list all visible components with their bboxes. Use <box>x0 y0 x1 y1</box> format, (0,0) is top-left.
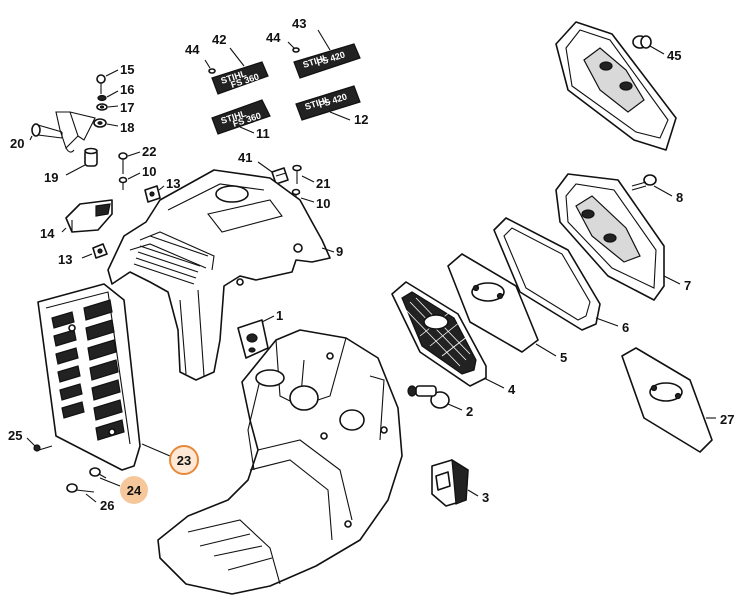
plate-43-fs420-upper[interactable]: STIHL FS 420 <box>293 29 361 79</box>
callout-1: 1 <box>276 308 283 323</box>
part-13-clip-lower[interactable] <box>81 243 108 259</box>
shroud-vent-slots <box>133 235 209 285</box>
part-17-washer[interactable] <box>96 103 119 111</box>
callout-43: 43 <box>292 16 306 31</box>
part-24-sleeve[interactable] <box>89 467 121 487</box>
callout-14: 14 <box>40 226 55 241</box>
plate-44-rivet-right[interactable] <box>287 41 300 53</box>
callout-9: 9 <box>336 244 343 259</box>
part-1-grommet[interactable] <box>237 315 275 359</box>
part-filter-cover-top[interactable] <box>555 21 677 151</box>
callout-25: 25 <box>8 428 22 443</box>
callout-24: 24 <box>127 483 142 498</box>
callout-11: 11 <box>256 126 270 141</box>
callout-27: 27 <box>720 412 734 427</box>
part-20-bolt[interactable] <box>29 123 63 141</box>
callout-23-badge <box>169 445 199 475</box>
part-wire-bracket[interactable] <box>55 111 96 153</box>
part-23-grille-cover[interactable] <box>37 283 171 471</box>
callout-10-right: 10 <box>316 196 330 211</box>
callout-labels: 15 16 17 18 20 19 22 10 13 14 13 44 42 4… <box>8 16 734 513</box>
part-5-gasket-plate[interactable] <box>447 253 557 357</box>
part-8-screw[interactable] <box>631 174 673 197</box>
part-19-sleeve[interactable] <box>65 147 98 176</box>
part-14-bracket[interactable] <box>61 199 113 233</box>
part-10-screw-left[interactable] <box>118 172 141 190</box>
part-45-knob[interactable] <box>632 35 665 55</box>
part-9-engine-shroud[interactable] <box>107 169 335 381</box>
callout-16: 16 <box>120 82 134 97</box>
part-16-washer[interactable] <box>97 90 119 102</box>
part-2-primer-bulb[interactable] <box>407 385 463 411</box>
callout-24-highlight[interactable]: 24 <box>120 476 148 504</box>
plate-42-fs360-upper[interactable]: STIHL FS 360 <box>211 47 269 95</box>
callout-19: 19 <box>44 170 58 185</box>
callout-23: 23 <box>177 453 191 468</box>
callout-22: 22 <box>142 144 156 159</box>
part-6-gasket-frame[interactable] <box>493 217 619 331</box>
callout-2: 2 <box>466 404 473 419</box>
callout-5: 5 <box>560 350 567 365</box>
plate-12-fs420-lower[interactable]: STIHL FS 420 <box>295 85 361 121</box>
main-housing <box>157 329 403 595</box>
callout-3: 3 <box>482 490 489 505</box>
callout-20: 20 <box>10 136 24 151</box>
part-7-filter-housing[interactable] <box>555 173 681 301</box>
grille-slots-right <box>83 299 125 441</box>
part-26-screw[interactable] <box>66 483 97 503</box>
callout-12: 12 <box>354 112 368 127</box>
part-4-air-filter[interactable] <box>391 281 505 389</box>
callout-44-right: 44 <box>266 30 281 45</box>
callout-21: 21 <box>316 176 330 191</box>
callout-26: 26 <box>100 498 114 513</box>
callout-13-lower: 13 <box>58 252 72 267</box>
callout-23-highlight[interactable]: 23 <box>169 445 199 475</box>
part-13-clip-upper[interactable] <box>144 185 165 203</box>
grille-slots-left <box>51 311 85 419</box>
callout-24-badge <box>120 476 148 504</box>
callout-18: 18 <box>120 120 134 135</box>
callout-15: 15 <box>120 62 134 77</box>
callout-7: 7 <box>684 278 691 293</box>
part-41-clip[interactable] <box>257 161 289 185</box>
plate-44-rivet-left[interactable] <box>204 59 216 74</box>
part-15-screw[interactable] <box>96 69 119 94</box>
part-21-screw[interactable] <box>292 164 315 185</box>
callout-41: 41 <box>238 150 252 165</box>
callout-42: 42 <box>212 32 226 47</box>
callout-17: 17 <box>120 100 134 115</box>
callout-4: 4 <box>508 382 516 397</box>
callout-13-upper: 13 <box>166 176 180 191</box>
part-27-foam-pad[interactable] <box>621 347 716 453</box>
callout-45: 45 <box>667 48 681 63</box>
callout-8: 8 <box>676 190 683 205</box>
part-18-nut[interactable] <box>93 118 119 128</box>
callout-44-left: 44 <box>185 42 200 57</box>
callout-6: 6 <box>622 320 629 335</box>
part-3-switch[interactable] <box>431 458 479 507</box>
callout-10-left: 10 <box>142 164 156 179</box>
part-25-screw[interactable] <box>26 437 53 452</box>
part-22-screw[interactable] <box>118 151 141 174</box>
